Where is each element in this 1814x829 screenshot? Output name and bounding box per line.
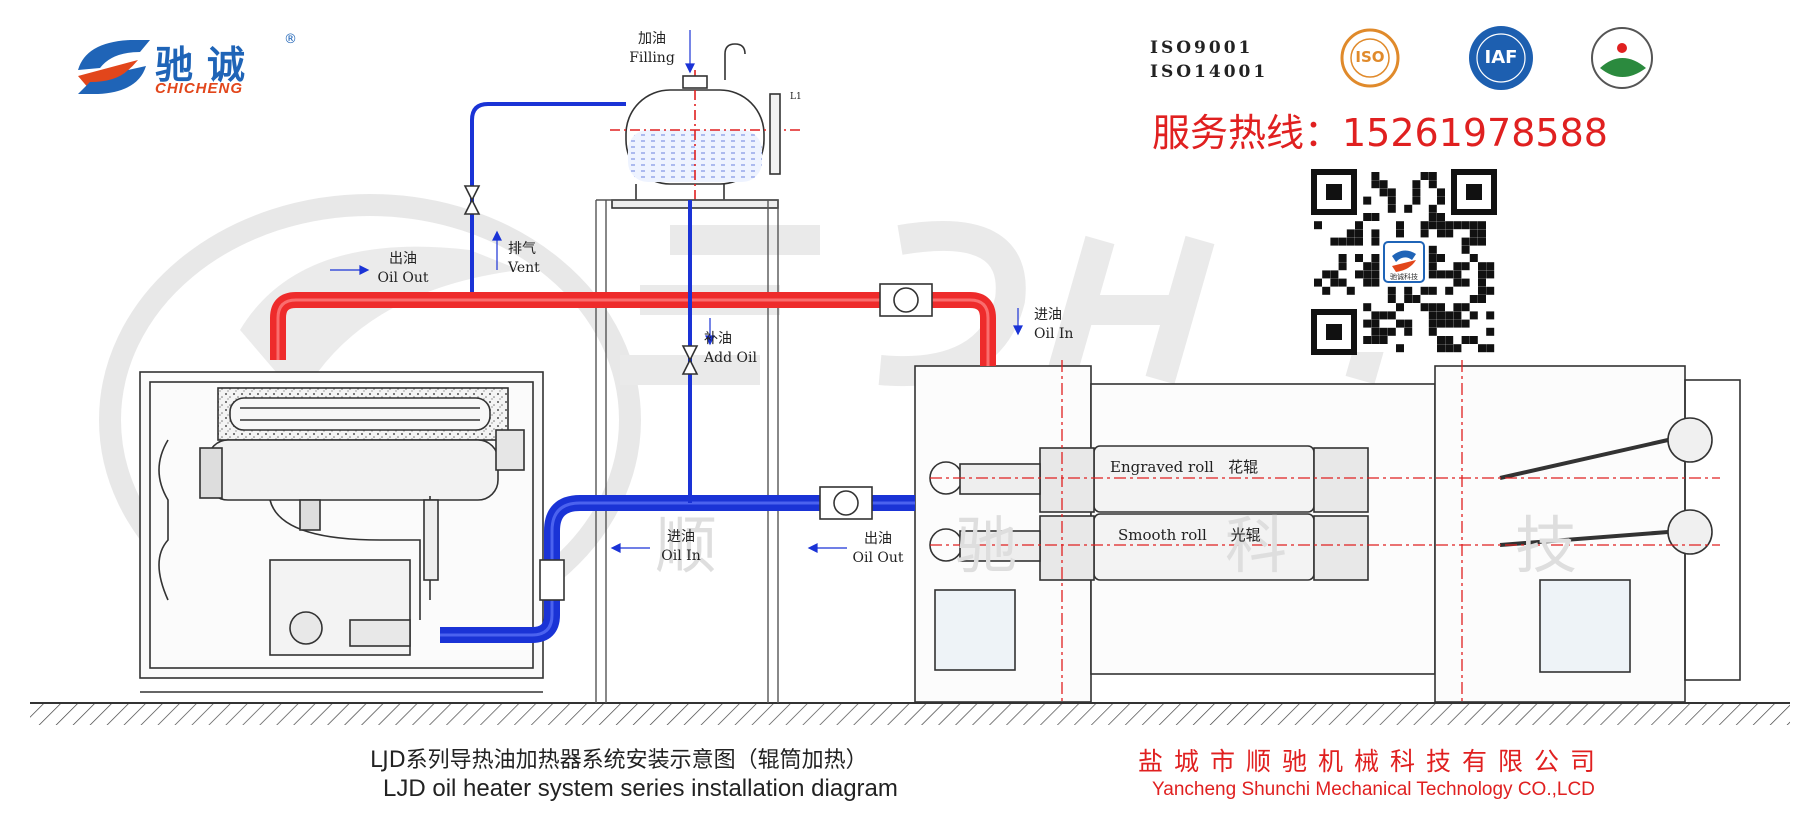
company-name-en: Yancheng Shunchi Mechanical Technology C… [1152, 779, 1595, 800]
watermark-char: 顺 [655, 509, 718, 582]
engraved-roll-label: Engraved roll 花辊 [1110, 456, 1258, 477]
smooth-roll-cn: 光辊 [1230, 526, 1261, 544]
registered-mark: ® [284, 32, 297, 47]
label-filling-en: Filling [629, 50, 675, 66]
tank-support-frame [595, 199, 779, 703]
label-add-oil-en: Add Oil [704, 350, 757, 366]
iaf-badge-icon [1469, 26, 1533, 90]
watermark-char: 科 [1225, 509, 1288, 582]
environment-badge-icon [1591, 27, 1653, 89]
smooth-roll-en: Smooth roll [1118, 526, 1207, 544]
expansion-tank [610, 43, 800, 209]
watermark-char: 驰 [955, 509, 1018, 582]
iso-line-2: ISO14001 [1150, 62, 1269, 82]
tank-tag: L1 [790, 92, 802, 102]
brand-name-en: CHICHENG [155, 80, 244, 97]
label-oil-out-bottom: 出油 Oil Out [843, 530, 913, 568]
caption-cn: LJD系列导热油加热器系统安装示意图（辊筒加热） [370, 748, 868, 773]
flow-arrows [330, 30, 1023, 553]
label-vent-en: Vent [508, 260, 540, 276]
label-oil-in-right-en: Oil In [1034, 326, 1074, 342]
label-oil-out-bottom-cn: 出油 [864, 531, 892, 547]
ground [30, 703, 1790, 725]
label-vent: 排气 Vent [508, 240, 540, 278]
label-filling-cn: 加油 [638, 31, 666, 47]
watermark-char: 技 [1515, 509, 1578, 582]
roller-machine [914, 360, 1741, 703]
label-oil-in-bottom-cn: 进油 [667, 529, 695, 545]
company-name-cn: 盐城市顺驰机械科技有限公司 [1138, 747, 1607, 776]
label-oil-out-top-en: Oil Out [377, 270, 429, 286]
label-oil-in-right-cn: 进油 [1034, 307, 1062, 323]
label-oil-out-top: 出油 Oil Out [368, 250, 438, 288]
label-vent-cn: 排气 [508, 241, 536, 257]
vent-pipe [470, 102, 626, 292]
engraved-roll-cn: 花辊 [1228, 458, 1259, 476]
label-filling: 加油 Filling [617, 30, 687, 68]
oil-heater-unit [139, 371, 544, 693]
smooth-roll-label: Smooth roll 光辊 [1118, 524, 1261, 545]
iaf-badge-label: IAF [1484, 47, 1518, 68]
caption-en: LJD oil heater system series installatio… [383, 775, 898, 802]
iso-badge-icon [1340, 28, 1400, 88]
valve-icons [463, 185, 933, 601]
brand-logo-icon [78, 40, 150, 94]
label-oil-in-right: 进油 Oil In [1034, 306, 1073, 344]
label-add-oil: 补油 Add Oil [704, 330, 757, 368]
label-add-oil-cn: 补油 [704, 331, 732, 347]
label-oil-in-bottom: 进油 Oil In [646, 528, 716, 566]
engraved-roll-en: Engraved roll [1110, 458, 1214, 476]
label-oil-out-bottom-en: Oil Out [852, 550, 904, 566]
label-oil-out-top-cn: 出油 [389, 251, 417, 267]
brand-name-cn: 驰诚 [155, 43, 260, 87]
qr-center-label: 驰诚科技 [1390, 273, 1418, 281]
label-oil-in-bottom-en: Oil In [661, 548, 701, 564]
iso-badge-label: ISO [1355, 48, 1385, 66]
iso-line-1: ISO9001 [1150, 38, 1254, 58]
qr-code-icon [1311, 169, 1497, 355]
service-hotline: 服务热线：15261978588 [1152, 111, 1608, 155]
